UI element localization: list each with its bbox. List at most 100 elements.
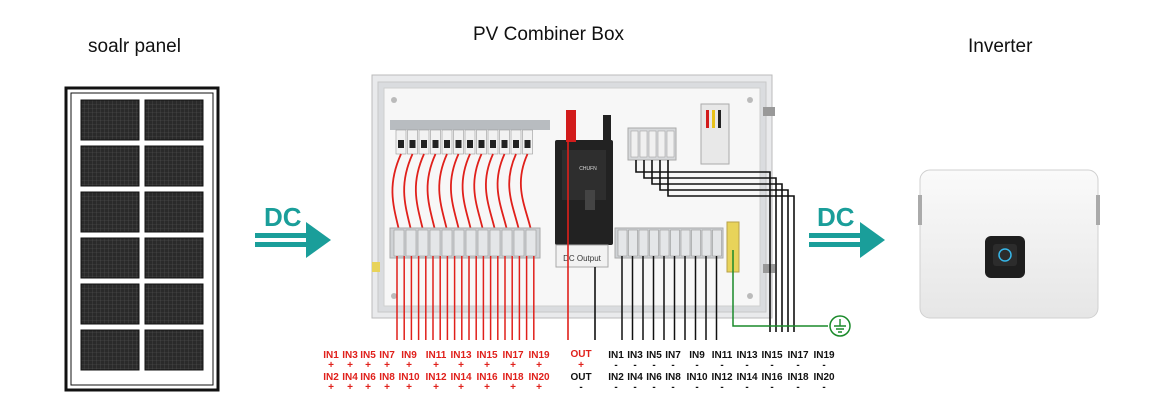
negative-bus-wire (651, 160, 783, 332)
input-terminal-block (389, 227, 541, 259)
input-label: IN10 (398, 372, 420, 383)
minus-sign: - (770, 360, 773, 371)
input-label: IN5 (360, 350, 376, 361)
minus-sign: - (770, 382, 773, 393)
solar-panel (64, 86, 220, 392)
positive-wire (496, 153, 508, 231)
plus-sign: + (406, 382, 412, 393)
solar-cell (144, 283, 204, 325)
input-terminal (513, 229, 525, 257)
input-terminal (405, 229, 417, 257)
input-label: IN15 (761, 350, 783, 361)
positive-wires (391, 153, 532, 231)
negative-terminal (649, 229, 659, 257)
input-label: IN12 (425, 372, 447, 383)
input-terminal (489, 229, 501, 257)
bus-terminal (630, 130, 639, 158)
combiner-box-title: PV Combiner Box (473, 24, 625, 45)
input-label: IN20 (813, 372, 835, 383)
plus-sign: + (433, 382, 439, 393)
positive-wire (508, 153, 520, 231)
input-label: IN13 (450, 350, 472, 361)
top-terminal-block (390, 120, 550, 155)
input-label: IN13 (736, 350, 758, 361)
input-label: IN19 (813, 350, 835, 361)
input-label: IN2 (608, 372, 624, 383)
plus-sign: + (347, 382, 353, 393)
minus-sign: - (579, 382, 582, 393)
input-label: IN17 (787, 350, 809, 361)
bus-terminal (639, 130, 648, 158)
input-label: IN17 (502, 350, 524, 361)
input-label: IN6 (646, 372, 662, 383)
input-label: IN15 (476, 350, 498, 361)
plus-sign: + (484, 382, 490, 393)
negative-terminal (691, 229, 701, 257)
input-label: IN18 (502, 372, 524, 383)
solar-cell (80, 283, 140, 325)
minus-sign: - (671, 360, 674, 371)
input-label: IN8 (379, 372, 395, 383)
input-terminal (393, 229, 405, 257)
input-label: IN1 (323, 350, 339, 361)
minus-sign: - (695, 382, 698, 393)
plus-sign: + (458, 360, 464, 371)
minus-sign: - (796, 360, 799, 371)
minus-sign: - (614, 382, 617, 393)
plus-sign: + (406, 360, 412, 371)
input-terminal (417, 229, 429, 257)
solar-cell (144, 237, 204, 279)
negative-terminal (638, 229, 649, 257)
plus-sign: + (365, 360, 371, 371)
input-label: IN12 (711, 372, 733, 383)
solar-panel-title: soalr panel (88, 36, 181, 57)
breaker-brand: CHUFN (579, 166, 597, 172)
negative-terminal (617, 229, 628, 257)
solar-cell (144, 191, 204, 233)
positive-wire (391, 153, 402, 231)
out-positive-label: OUT (570, 349, 591, 360)
input-label: IN3 (627, 350, 643, 361)
positive-wire (461, 153, 472, 231)
dc-breaker: CHUFN DC Output (555, 110, 613, 268)
input-label: IN6 (360, 372, 376, 383)
plus-sign: + (433, 360, 439, 371)
positive-wire (520, 153, 532, 231)
ground-connection (732, 250, 851, 337)
solar-cell (80, 237, 140, 279)
output-wires (396, 140, 718, 340)
right-dc-label: DC (817, 202, 855, 232)
plus-sign: + (484, 360, 490, 371)
input-terminal (429, 229, 441, 257)
solar-cell (144, 145, 204, 187)
minus-sign: - (671, 382, 674, 393)
minus-sign: - (614, 360, 617, 371)
negative-terminal (712, 229, 722, 257)
negative-terminal (659, 229, 670, 257)
input-terminal (525, 229, 537, 257)
plus-sign: + (328, 360, 334, 371)
minus-sign: - (796, 382, 799, 393)
plus-sign: + (536, 382, 542, 393)
plus-sign: + (510, 360, 516, 371)
minus-sign: - (633, 360, 636, 371)
solar-cell (80, 145, 140, 187)
out-negative-label: OUT (570, 372, 591, 383)
positive-wire (485, 153, 496, 231)
input-terminal (441, 229, 453, 257)
input-label: IN9 (689, 350, 705, 361)
input-label: IN2 (323, 372, 339, 383)
input-label: IN3 (342, 350, 358, 361)
solar-cell (144, 99, 204, 141)
positive-wire (450, 153, 460, 231)
input-label: IN7 (379, 350, 395, 361)
input-label: IN4 (627, 372, 643, 383)
minus-sign: - (652, 382, 655, 393)
inverter (918, 169, 1100, 319)
minus-sign: - (633, 382, 636, 393)
solar-cell (80, 99, 140, 141)
bus-terminal (666, 130, 675, 158)
input-label: IN5 (646, 350, 662, 361)
input-label: IN19 (528, 350, 550, 361)
